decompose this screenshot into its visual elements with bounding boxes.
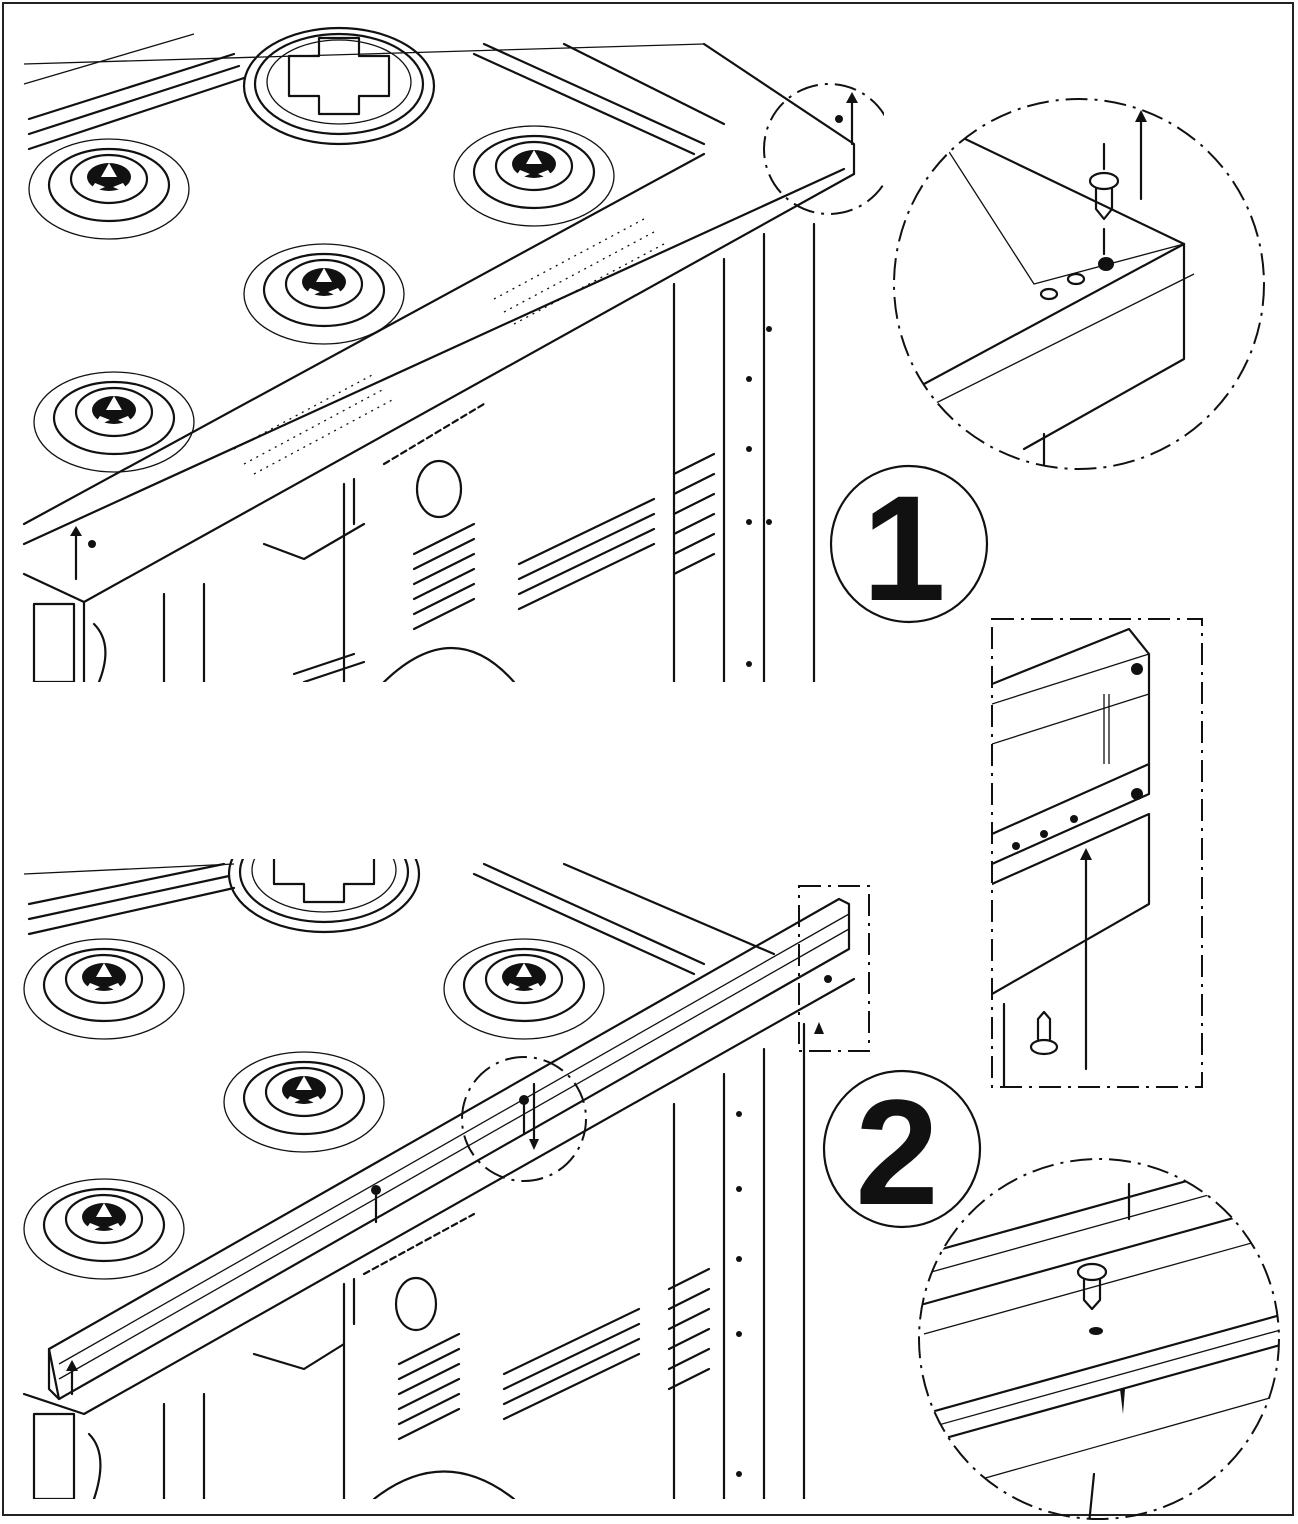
screw-icon	[1029, 1010, 1059, 1056]
step-2-number: 2	[855, 1068, 938, 1236]
step-1-number: 1	[862, 464, 945, 632]
burner	[22, 1177, 186, 1281]
large-burner	[242, 26, 436, 146]
diagram-canvas: 1	[22, 26, 1280, 1520]
detail-circle-step-1	[893, 98, 1265, 470]
burner	[452, 124, 616, 228]
burner	[222, 1050, 386, 1154]
cooktop-view-step-1	[22, 26, 884, 682]
screw-icon	[1088, 142, 1120, 256]
detail-circle-step-2	[918, 1158, 1280, 1520]
screw-icon	[1076, 1262, 1108, 1311]
detail-marker-box	[798, 885, 870, 1052]
burner	[442, 937, 606, 1041]
burner	[22, 937, 186, 1041]
burner	[27, 137, 191, 241]
step-2-badge: 2	[822, 1068, 982, 1236]
burner	[242, 242, 406, 346]
detail-marker-circle	[461, 1056, 587, 1182]
step-1-badge: 1	[829, 464, 989, 632]
detail-inset-trim	[991, 618, 1203, 1088]
trim-bar	[47, 897, 851, 1401]
burner	[32, 370, 196, 474]
large-burner	[227, 859, 421, 934]
detail-marker-circle	[763, 83, 884, 215]
cooktop-view-step-2	[22, 859, 856, 1499]
